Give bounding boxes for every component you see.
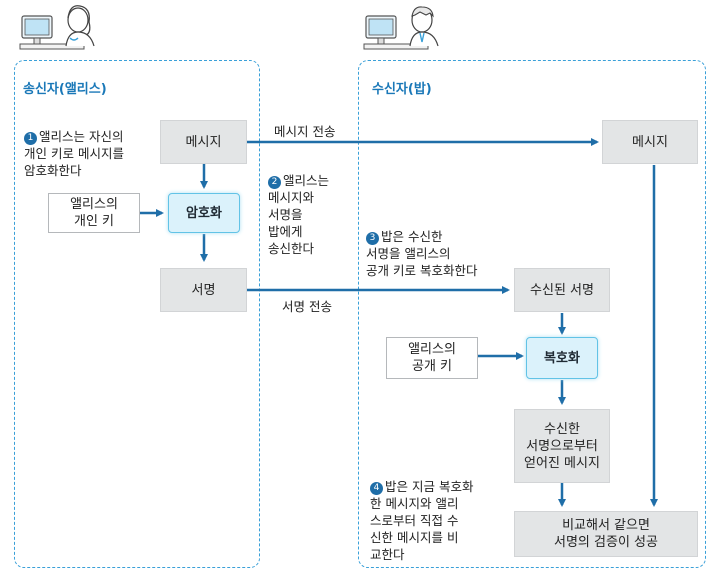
message-transfer-label: 메시지 전송 — [274, 124, 336, 139]
step-4-text: 밥은 지금 복호화 한 메시지와 앨리 스로부터 직접 수 신한 메시지를 비 … — [370, 479, 474, 562]
person-at-computer-man-icon — [362, 2, 452, 60]
encrypt-box: 암호화 — [168, 193, 240, 233]
step-3-number-icon: 3 — [366, 232, 379, 245]
private-key-box: 앨리스의 개인 키 — [48, 193, 140, 233]
sender-panel — [14, 60, 260, 568]
sender-title: 송신자(앨리스) — [23, 82, 107, 97]
signature-box: 서명 — [160, 268, 247, 312]
step-2-text: 앨리스는 메시지와 서명을 밥에게 송신한다 — [268, 173, 330, 256]
step-4-number-icon: 4 — [370, 482, 383, 495]
receiver-message-box: 메시지 — [602, 120, 698, 164]
step-1-text: 앨리스는 자신의 개인 키로 메시지를 암호화한다 — [24, 129, 124, 178]
step-3-text: 밥은 수신한 서명을 앨리스의 공개 키로 복호화한다 — [366, 229, 478, 278]
receiver-panel — [358, 60, 706, 568]
receiver-title: 수신자(밥) — [372, 82, 432, 97]
person-at-computer-woman-icon — [18, 2, 108, 60]
received-signature-box: 수신된 서명 — [514, 268, 610, 312]
compare-box: 비교해서 같으면 서명의 검증이 성공 — [514, 511, 698, 557]
step-2-number-icon: 2 — [268, 176, 281, 189]
step-1-number-icon: 1 — [24, 132, 37, 145]
signature-transfer-label: 서명 전송 — [282, 299, 332, 314]
decrypt-box: 복호화 — [526, 337, 598, 379]
public-key-box: 앨리스의 공개 키 — [386, 337, 478, 379]
decrypted-message-box: 수신한 서명으로부터 얻어진 메시지 — [514, 409, 610, 483]
sender-message-box: 메시지 — [160, 120, 247, 164]
